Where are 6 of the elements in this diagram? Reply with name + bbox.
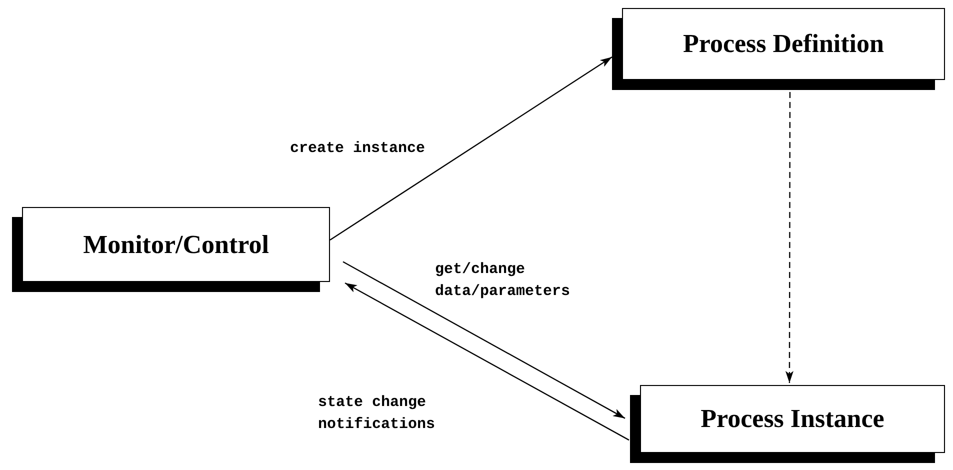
node-label: Process Definition (683, 29, 884, 59)
node-label: Monitor/Control (83, 230, 269, 260)
node-label: Process Instance (700, 404, 884, 434)
arrow (330, 56, 612, 240)
arrow (342, 261, 626, 419)
arrow (344, 282, 630, 441)
